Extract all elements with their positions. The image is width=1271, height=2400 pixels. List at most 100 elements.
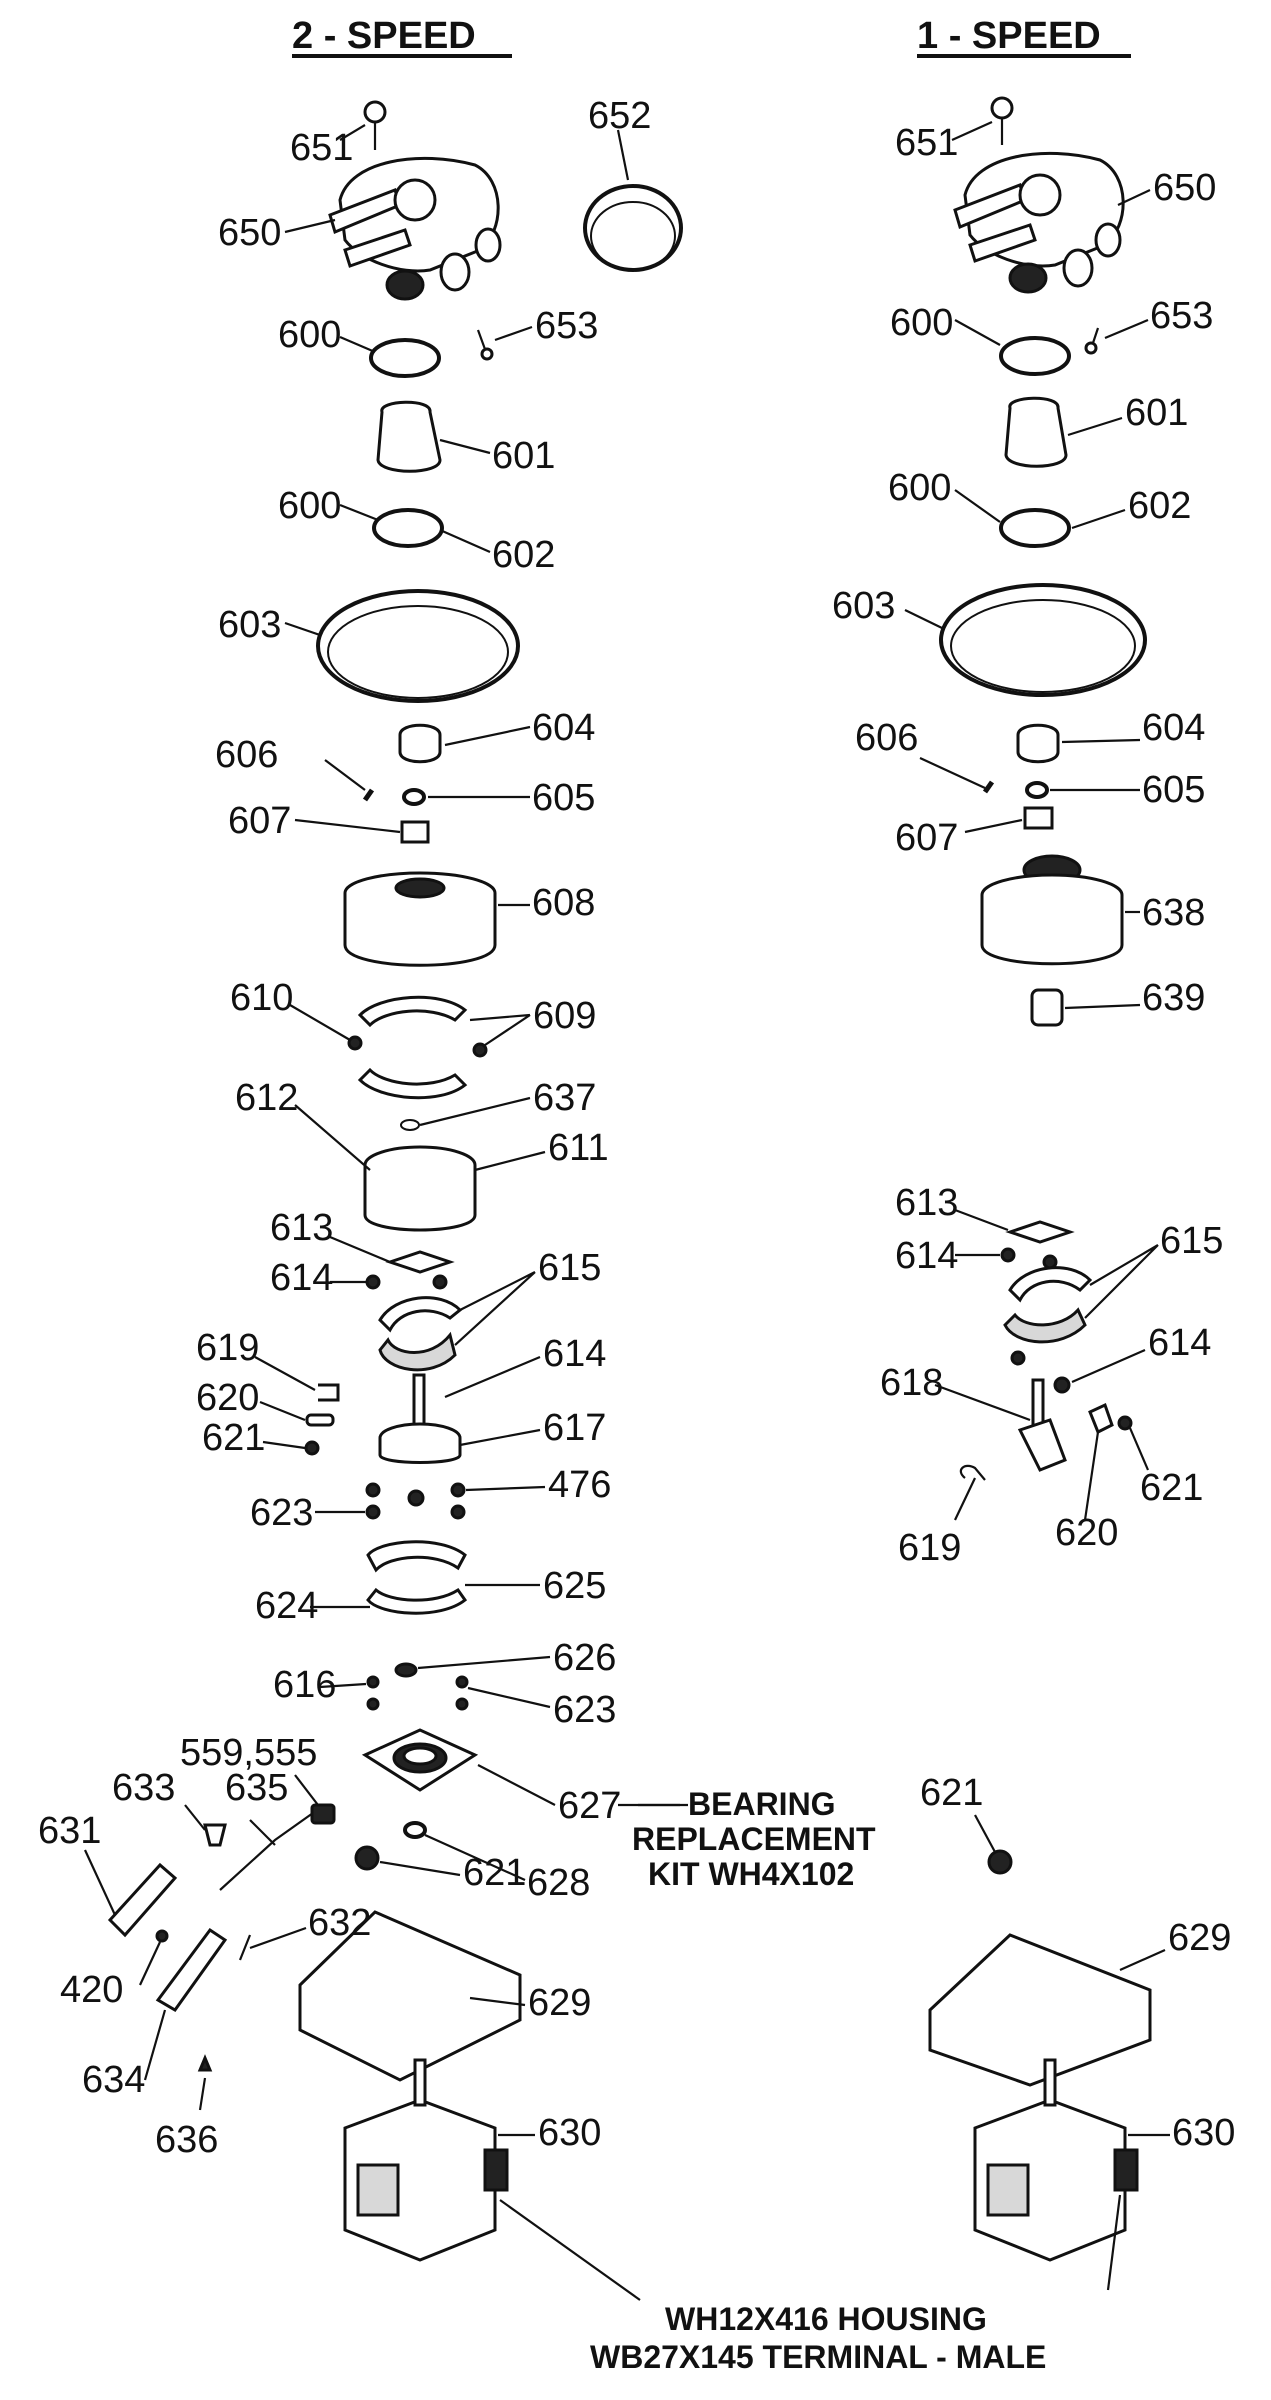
label-left-617: 617 (543, 1407, 606, 1449)
part-559-555-connector (310, 1803, 336, 1825)
bearing-kit-line-2: REPLACEMENT (632, 1821, 876, 1857)
part-635-wire (219, 1807, 321, 1891)
left-parts (107, 100, 683, 2262)
label-left-600-upper: 600 (278, 314, 341, 356)
housing-note-line-1: WH12X416 HOUSING (665, 2301, 987, 2337)
label-left-602: 602 (492, 534, 555, 576)
bearing-kit-line-3: KIT WH4X102 (648, 1856, 854, 1892)
part-636-nut (197, 2054, 213, 2072)
label-left-613: 613 (270, 1207, 333, 1249)
label-right-639: 639 (1142, 977, 1205, 1019)
label-left-627: 627 (558, 1785, 621, 1827)
label-right-638: 638 (1142, 892, 1205, 934)
part-615-shoe-lower (378, 1331, 457, 1372)
part-621-ball (1117, 1415, 1133, 1431)
label-right-618: 618 (880, 1362, 943, 1404)
label-left-624: 624 (255, 1585, 318, 1627)
bearing-kit-line-1: BEARING (688, 1786, 836, 1822)
part-614-ball (1053, 1376, 1071, 1394)
label-left-633: 633 (112, 1767, 175, 1809)
label-left-604: 604 (532, 707, 595, 749)
part-476-ball (450, 1482, 466, 1498)
part-603-belt (316, 589, 520, 703)
bearing-kit-callout: BEARING REPLACEMENT KIT WH4X102 (618, 1786, 876, 1892)
part-637-washer (400, 1119, 420, 1131)
label-left-607: 607 (228, 800, 291, 842)
part-634-bracket (155, 1927, 228, 2012)
part-621-ball-lower (987, 1849, 1013, 1875)
heading-2-speed: 2 - SPEED (292, 15, 476, 57)
part-614-ball (432, 1274, 448, 1290)
part-605-ring (402, 788, 426, 806)
part-600-clamp-upper (999, 336, 1071, 376)
part-614-ball (1010, 1350, 1026, 1366)
part-420-screw (155, 1929, 169, 1943)
part-476-ball (407, 1489, 425, 1507)
part-601-hose (1004, 396, 1068, 468)
label-left-634: 634 (82, 2059, 145, 2101)
label-right-650: 650 (1153, 167, 1216, 209)
label-right-601: 601 (1125, 392, 1188, 434)
label-left-629: 629 (528, 1982, 591, 2024)
label-left-625: 625 (543, 1565, 606, 1607)
label-left-632: 632 (308, 1902, 371, 1944)
part-633-screw (203, 1823, 227, 1847)
label-right-607: 607 (895, 817, 958, 859)
label-left-600-lower: 600 (278, 485, 341, 527)
label-right-630: 630 (1172, 2112, 1235, 2154)
part-609-clutch-shoes (347, 995, 488, 1100)
part-613-spring (1005, 1220, 1075, 1244)
label-left-630: 630 (538, 2112, 601, 2154)
part-604-pulley (398, 723, 442, 764)
label-left-621-lower: 621 (463, 1852, 526, 1894)
part-606-key (362, 788, 375, 802)
right-parts (928, 96, 1152, 2262)
part-600-clamp-lower (372, 508, 444, 548)
part-623-ball (455, 1697, 469, 1711)
part-613-spring (385, 1250, 455, 1274)
part-605-ring (1025, 781, 1049, 799)
part-631-switch-handle (107, 1862, 178, 1938)
label-right-653: 653 (1150, 295, 1213, 337)
part-604-pulley (1016, 723, 1060, 764)
part-650-pump-housing (328, 156, 502, 301)
part-615-shoe-lower (1003, 1307, 1087, 1344)
label-left-650: 650 (218, 212, 281, 254)
part-614-ball (1000, 1247, 1016, 1263)
label-left-637: 637 (533, 1077, 596, 1119)
part-600-clamp-lower (999, 508, 1071, 548)
part-652-ring (583, 184, 683, 272)
label-right-613: 613 (895, 1182, 958, 1224)
part-608-clutch-drum (343, 871, 497, 967)
part-616-ball (366, 1697, 380, 1711)
part-629-baseplate (928, 1933, 1152, 2087)
part-623-ball (450, 1504, 466, 1520)
part-629-baseplate (298, 1910, 522, 2082)
label-left-476: 476 (548, 1464, 611, 1506)
label-left-609: 609 (533, 995, 596, 1037)
label-right-606: 606 (855, 717, 918, 759)
part-623-ball (455, 1675, 469, 1689)
part-607-bushing (400, 820, 430, 844)
label-left-606: 606 (215, 734, 278, 776)
label-right-619: 619 (898, 1527, 961, 1569)
label-left-626: 626 (553, 1637, 616, 1679)
label-left-603: 603 (218, 604, 281, 646)
part-606-key (982, 780, 995, 794)
label-left-605: 605 (532, 777, 595, 819)
label-right-602: 602 (1128, 485, 1191, 527)
part-618-lever (1017, 1378, 1067, 1472)
label-left-652: 652 (588, 95, 651, 137)
label-left-559-555: 559,555 (180, 1732, 317, 1774)
part-630-motor (973, 2058, 1139, 2262)
label-right-603: 603 (832, 585, 895, 627)
label-left-610: 610 (230, 977, 293, 1019)
part-601-hose (376, 400, 442, 473)
label-left-620: 620 (196, 1377, 259, 1419)
right-labels: 651 650 600 653 601 600 602 603 606 604 … (832, 122, 1235, 2154)
part-600-clamp-upper (369, 338, 441, 378)
part-651-screw (990, 96, 1014, 145)
part-632-pin (238, 1934, 252, 1961)
part-627-bearing-plate (361, 1728, 479, 1792)
